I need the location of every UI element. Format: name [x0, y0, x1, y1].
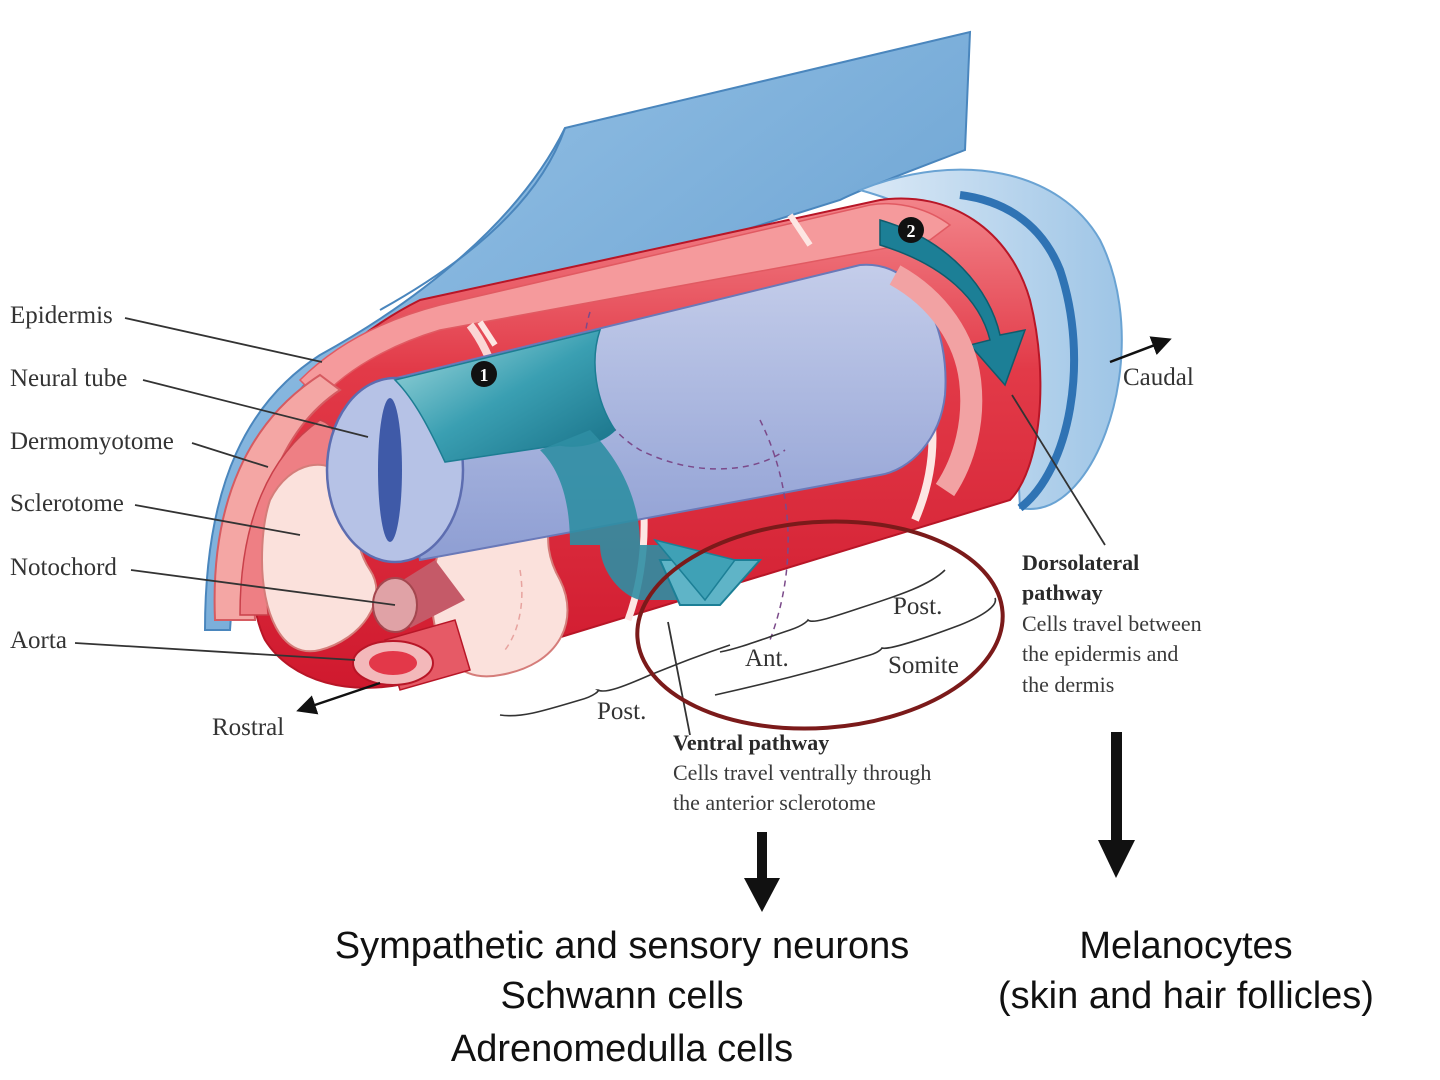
svg-text:2: 2 [907, 221, 916, 241]
dorsolateral-pathway-arrow [879, 219, 1027, 497]
label-ant: Ant. [745, 645, 789, 672]
label-somite: Somite [888, 652, 959, 679]
rostral-arrow [296, 681, 381, 715]
dorsolateral-pathway-title-2: pathway [1022, 580, 1103, 605]
dorsolateral-outcome-1: Melanocytes [1079, 925, 1292, 967]
ventral-outcome-3: Adrenomedulla cells [451, 1028, 793, 1070]
dorsolateral-pathway-title-1: Dorsolateral [1022, 550, 1139, 575]
ventral-outcome-1: Sympathetic and sensory neurons [335, 925, 910, 967]
ventral-pathway-title: Ventral pathway [673, 730, 829, 755]
highlight-ellipse [635, 519, 1005, 731]
ventral-pathway-arrow [540, 430, 763, 606]
dorsolateral-outcome-arrow [1098, 732, 1135, 878]
dorsolateral-pathway-desc-1: Cells travel between [1022, 611, 1202, 636]
ventral-outcome-arrow [744, 832, 780, 912]
label-dermomyotome: Dermomyotome [10, 428, 174, 455]
dorsolateral-pathway-desc-2: the epidermis and [1022, 641, 1178, 666]
label-caudal: Caudal [1123, 364, 1194, 391]
ventral-pathway-desc-2: the anterior sclerotome [673, 790, 876, 815]
svg-text:1: 1 [480, 365, 489, 385]
label-rostral: Rostral [212, 714, 284, 741]
label-post-1: Post. [597, 698, 646, 725]
aorta [352, 619, 471, 691]
ventral-outcome-2: Schwann cells [501, 975, 744, 1017]
step-2-marker: 2 [898, 217, 924, 243]
neural-tube [325, 263, 947, 641]
label-post-2: Post. [893, 593, 942, 620]
label-aorta: Aorta [10, 627, 67, 654]
label-notochord: Notochord [10, 554, 117, 581]
caudal-arrow [1109, 336, 1172, 364]
ventral-pathway-leader [667, 621, 691, 736]
dorsolateral-pathway-desc-3: the dermis [1022, 672, 1114, 697]
label-epidermis: Epidermis [10, 302, 113, 329]
label-sclerotome: Sclerotome [10, 490, 124, 517]
dorsolateral-outcome-2: (skin and hair follicles) [998, 975, 1374, 1017]
label-leaders [74, 317, 1106, 661]
step-1-marker: 1 [471, 361, 497, 387]
segment-braces [499, 569, 997, 717]
label-neural-tube: Neural tube [10, 365, 127, 392]
ventral-pathway-desc-1: Cells travel ventrally through [673, 760, 931, 785]
epidermis-sheet [203, 30, 972, 631]
